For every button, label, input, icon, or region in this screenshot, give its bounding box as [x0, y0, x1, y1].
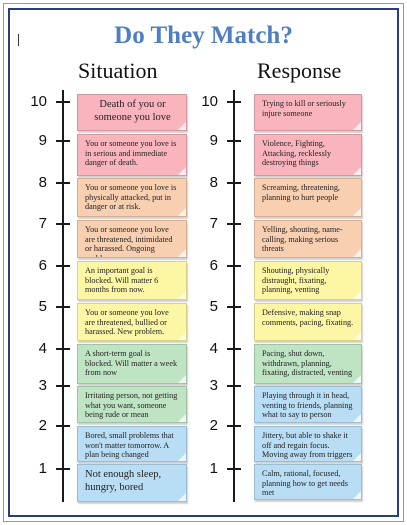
text-cursor — [18, 34, 19, 46]
situation-card-3: Irritating person, not getting what you … — [77, 386, 187, 423]
situation-tick — [56, 140, 70, 142]
situation-tick — [56, 306, 70, 308]
response-scale-1: 1 — [209, 460, 218, 477]
response-card-5: Defensive, making snap comments, pacing,… — [254, 303, 362, 341]
response-scale-5: 5 — [209, 298, 218, 315]
response-scale-line — [233, 90, 235, 502]
page-title: Do They Match? — [114, 22, 293, 49]
situation-tick — [56, 468, 70, 470]
situation-scale-10: 10 — [30, 93, 47, 110]
response-tick — [227, 385, 241, 387]
response-heading: Response — [257, 58, 342, 83]
page-outer-border — [3, 3, 404, 522]
situation-card-2: Bored, small problems that won't matter … — [77, 426, 187, 462]
situation-heading: Situation — [78, 58, 158, 83]
response-scale-8: 8 — [209, 174, 218, 191]
response-tick — [227, 140, 241, 142]
situation-scale-2: 2 — [38, 417, 47, 434]
situation-card-6: An important goal is blocked. Will matte… — [77, 261, 187, 300]
response-tick — [227, 306, 241, 308]
response-card-1: Calm, rational, focused, planning how to… — [254, 464, 362, 500]
situation-tick — [56, 182, 70, 184]
response-card-9: Violence, Fighting, Attacking, recklessl… — [254, 134, 362, 176]
situation-scale-3: 3 — [38, 377, 47, 394]
situation-tick — [56, 425, 70, 427]
response-scale-10: 10 — [201, 93, 218, 110]
response-tick — [227, 425, 241, 427]
situation-scale-7: 7 — [38, 215, 47, 232]
situation-scale-1: 1 — [38, 460, 47, 477]
response-scale-3: 3 — [209, 377, 218, 394]
response-card-10: Trying to kill or seriously injure someo… — [254, 94, 362, 131]
situation-tick — [56, 348, 70, 350]
situation-tick — [56, 265, 70, 267]
response-tick — [227, 223, 241, 225]
situation-card-7: You or someone you love are threatened, … — [77, 220, 187, 258]
situation-card-4: A short-term goal is blocked. Will matte… — [77, 344, 187, 384]
response-card-3: Playing through it in head, venting to f… — [254, 386, 362, 423]
response-scale-9: 9 — [209, 132, 218, 149]
situation-scale-line — [62, 90, 64, 502]
page-inner-border — [8, 8, 399, 517]
situation-scale-4: 4 — [38, 340, 47, 357]
situation-scale-5: 5 — [38, 298, 47, 315]
situation-tick — [56, 223, 70, 225]
situation-card-10: Death of you or someone you love — [77, 94, 187, 131]
response-scale-6: 6 — [209, 257, 218, 274]
response-tick — [227, 468, 241, 470]
response-scale-4: 4 — [209, 340, 218, 357]
situation-tick — [56, 385, 70, 387]
response-tick — [227, 348, 241, 350]
situation-scale-6: 6 — [38, 257, 47, 274]
situation-scale-9: 9 — [38, 132, 47, 149]
response-card-6: Shouting, physically distraught, fixatin… — [254, 261, 362, 300]
response-scale-7: 7 — [209, 215, 218, 232]
response-tick — [227, 265, 241, 267]
response-card-2: Jittery, but able to shake it off and re… — [254, 426, 362, 462]
situation-card-9: You or someone you love is in serious an… — [77, 134, 187, 176]
response-card-8: Screaming, threatening, planning to hurt… — [254, 178, 362, 217]
situation-tick — [56, 101, 70, 103]
situation-card-1: Not enough sleep, hungry, bored — [77, 464, 187, 502]
situation-card-8: You or someone you love is physically at… — [77, 178, 187, 217]
response-tick — [227, 182, 241, 184]
response-scale-2: 2 — [209, 417, 218, 434]
situation-card-5: You or someone you love are threatened, … — [77, 303, 187, 341]
response-card-4: Pacing, shut down, withdrawn, planning, … — [254, 344, 362, 384]
situation-scale-8: 8 — [38, 174, 47, 191]
response-tick — [227, 101, 241, 103]
response-card-7: Yelling, shouting, name-calling, making … — [254, 220, 362, 258]
